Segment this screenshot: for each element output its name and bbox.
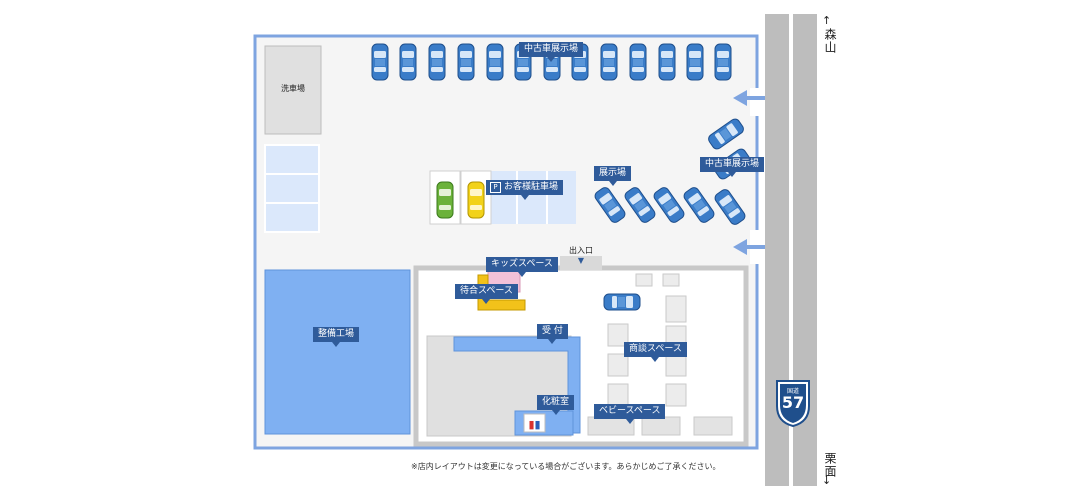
used-car-right-label: 中古車展示場 bbox=[700, 157, 765, 177]
north-arrow-icon: ↑ bbox=[822, 14, 832, 27]
reception-label: 受 付 bbox=[537, 324, 568, 344]
layout-notice: ※店内レイアウトは変更になっている場合がございます。あらかじめご了承ください。 bbox=[411, 462, 721, 471]
baby-label: ベビースペース bbox=[594, 404, 666, 424]
parking-p-icon: P bbox=[490, 182, 501, 193]
used-car-top-label: 中古車展示場 bbox=[519, 42, 584, 62]
restroom-icon: ▮▮ bbox=[528, 418, 540, 431]
left-parking-slots bbox=[264, 144, 320, 233]
waiting-label: 待合スペース bbox=[455, 284, 518, 304]
north-direction: 森山 bbox=[823, 28, 837, 54]
exhibition-label: 展示場 bbox=[594, 166, 632, 186]
entrance-arrow-icon: ▼ bbox=[577, 256, 585, 265]
entrance-pad bbox=[560, 256, 602, 270]
kids-label: キッズスペース bbox=[486, 257, 558, 277]
entrance-label: 出入口 bbox=[569, 246, 593, 255]
route-kanji: 国道 bbox=[786, 388, 799, 395]
showroom-car bbox=[603, 293, 641, 311]
wash-label: 洗車場 bbox=[281, 84, 305, 93]
meeting-tables bbox=[587, 273, 733, 436]
customer-parking-text: お客様駐車場 bbox=[504, 182, 559, 192]
customer-parking-label: P お客様駐車場 bbox=[486, 180, 564, 200]
wash-area bbox=[264, 45, 322, 135]
restroom-label: 化粧室 bbox=[537, 395, 575, 415]
south-direction: 栗面 bbox=[823, 452, 837, 478]
workshop-label: 整備工場 bbox=[313, 327, 360, 347]
route-57-shield-icon bbox=[776, 380, 810, 428]
south-arrow-icon: ↓ bbox=[822, 474, 832, 487]
route-number: 57 bbox=[781, 393, 805, 412]
customer-parking-area bbox=[429, 170, 576, 225]
meeting-label: 商談スペース bbox=[624, 342, 687, 362]
workshop bbox=[264, 269, 411, 435]
